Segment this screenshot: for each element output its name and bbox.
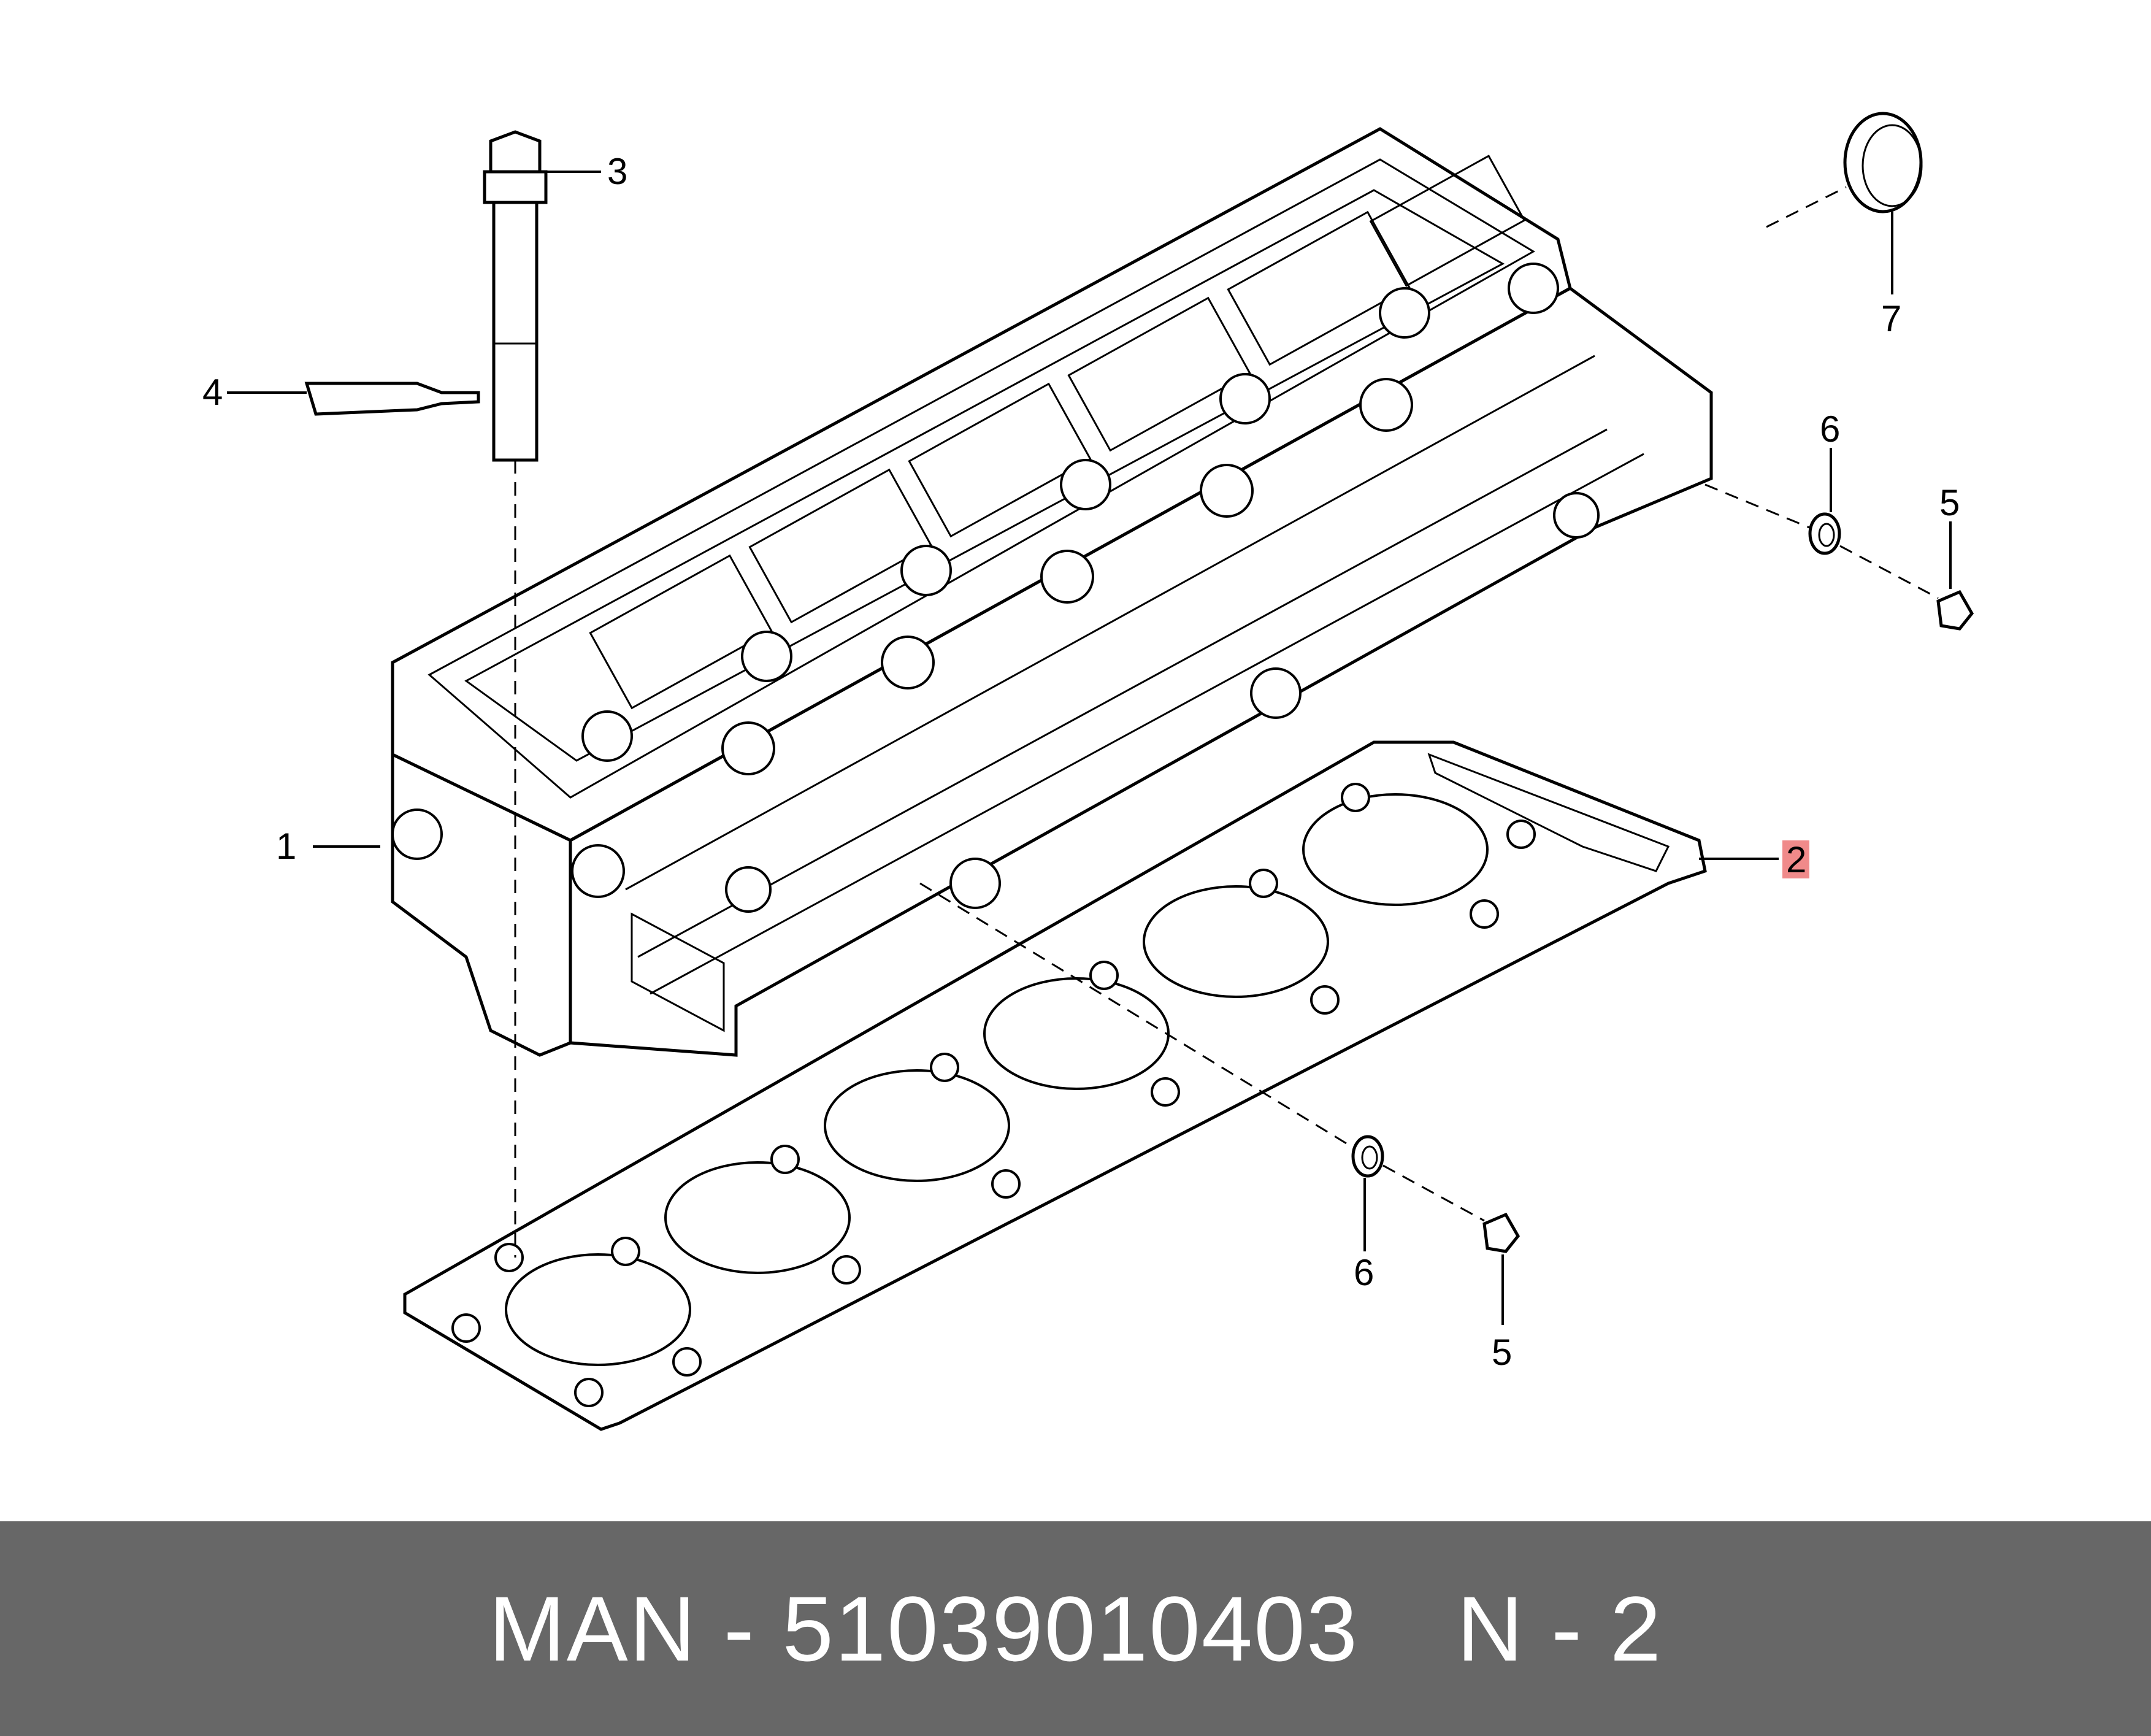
leader-lines xyxy=(227,171,1952,1325)
callout-2-highlight xyxy=(1782,840,1809,878)
exploded-parts-diagram: 1 2 3 4 5 5 6 6 7 xyxy=(202,112,1974,1431)
callout-4: 4 xyxy=(202,372,223,413)
brand-name: MAN xyxy=(488,1577,697,1680)
callout-5-upper: 5 xyxy=(1939,482,1960,523)
callout-7: 7 xyxy=(1881,298,1901,339)
gasket-bores xyxy=(505,793,1489,1366)
part-number: 51039010403 xyxy=(782,1577,1359,1680)
callout-6-lower: 6 xyxy=(1354,1252,1374,1293)
position-label: N xyxy=(1457,1577,1525,1680)
position-number: 2 xyxy=(1609,1577,1663,1680)
callout-labels: 1 2 3 4 5 5 6 6 7 xyxy=(202,151,1960,1373)
screw-plug-upper xyxy=(1936,590,1974,631)
valve-train xyxy=(581,155,1559,775)
seal-ring-lower xyxy=(1351,1135,1384,1178)
head-gasket xyxy=(403,740,1707,1431)
position-separator: - xyxy=(1551,1577,1584,1680)
gasket-bolt-holes xyxy=(451,783,1536,1407)
part-caption-bar: MAN - 51039010403 N - 2 xyxy=(0,1521,2151,1736)
sealant-tube xyxy=(304,382,480,416)
callout-1: 1 xyxy=(276,826,296,867)
brand-separator: - xyxy=(723,1577,756,1680)
callout-3: 3 xyxy=(607,151,627,192)
head-bolt xyxy=(483,130,548,462)
callout-2: 2 xyxy=(1786,839,1806,880)
callout-6-upper: 6 xyxy=(1820,409,1840,450)
screw-plug-lower xyxy=(1482,1212,1520,1253)
cylinder-head xyxy=(391,127,1713,1057)
seal-ring-upper xyxy=(1808,512,1841,555)
plug-cap xyxy=(1843,112,1923,213)
callout-5-lower: 5 xyxy=(1492,1332,1512,1373)
